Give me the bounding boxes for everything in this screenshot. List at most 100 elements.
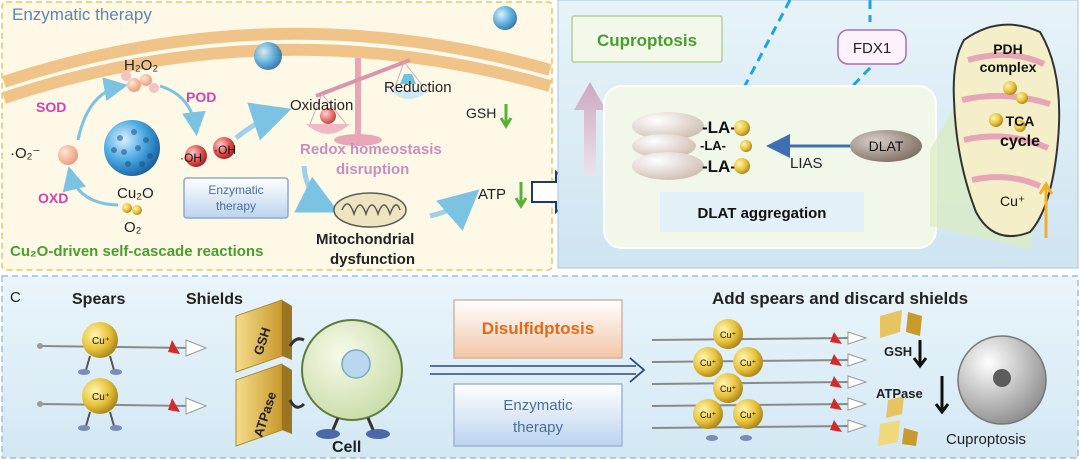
cu-badge-army-6: Cu⁺	[740, 410, 757, 420]
cell-label: Cell	[332, 439, 361, 456]
dlat-protein-icon	[850, 130, 922, 162]
spears-label: Spears	[72, 291, 125, 308]
pod-arrow	[159, 84, 206, 136]
copper-spear-character-icon	[37, 378, 208, 431]
h2o2-label: H₂O₂	[124, 57, 158, 74]
pdh-line2: complex	[980, 59, 1037, 75]
mito-line2: dysfunction	[330, 251, 415, 268]
panel-a: Enzymatic therapy H₂O₂ SOD POD Cu₂O ·O₂⁻…	[1, 1, 553, 271]
atpase-right-label: ATPase	[876, 386, 923, 401]
oxidation-label: Oxidation	[290, 97, 353, 114]
fdx1-label: FDX1	[853, 40, 891, 57]
tca-line2: cycle	[1000, 133, 1040, 150]
cu2o-nanoparticle-icon	[104, 120, 160, 176]
add-spears-title: Add spears and discard shields	[712, 289, 968, 308]
copper-ion-icon	[734, 120, 750, 136]
gsh-right-label: GSH	[884, 344, 912, 359]
redox-line1: Redox homeostasis	[300, 141, 442, 158]
superoxide-label: ·O₂⁻	[10, 145, 40, 162]
hydroxyl-radical-icon	[185, 145, 207, 167]
la-label-2: -LA-	[700, 138, 726, 153]
atp-label: ATP	[478, 186, 506, 203]
pod-label: POD	[186, 89, 216, 105]
dlat-egg-icon	[632, 152, 704, 180]
broken-shield-fragments-icon	[878, 310, 922, 446]
transition-arrow	[430, 365, 636, 375]
panel-c: C Spears Shields Cu⁺ Cu⁺	[1, 275, 1079, 459]
to-mito-arrow	[294, 165, 339, 213]
sod-label: SOD	[36, 99, 66, 115]
atpase-shield-icon	[235, 363, 292, 447]
cell-membrane-core	[3, 40, 551, 92]
panel-c-label: C	[10, 289, 21, 306]
enzymatic-c-line2: therapy	[513, 419, 564, 436]
enzymatic-box-line2: therapy	[216, 199, 256, 213]
lias-label: LIAS	[790, 155, 823, 172]
oxd-arrow	[62, 166, 119, 207]
copper-ion-icon	[740, 140, 752, 152]
spear-army	[651, 319, 868, 441]
fdx1-box	[837, 29, 907, 65]
cuproptosis-box	[571, 15, 723, 63]
cu-plus-label: Cu⁺	[1000, 193, 1025, 209]
enzymatic-therapy-box	[183, 177, 289, 219]
la-label-3: -LA-	[702, 157, 736, 176]
dlat-label: DLAT	[869, 138, 904, 154]
nanoparticle-icon	[254, 42, 282, 70]
sod-arrow	[76, 77, 128, 141]
cu2o-label: Cu₂O	[117, 185, 154, 202]
disulfidptosis-label: Disulfidptosis	[482, 319, 594, 338]
o2-label: O₂	[124, 219, 142, 236]
lipoylated-dlat-cluster	[632, 112, 704, 180]
pdh-line1: PDH	[993, 41, 1023, 57]
cu-badge-army-4: Cu⁺	[720, 384, 737, 394]
cu-badge-army-2: Cu⁺	[700, 358, 717, 368]
to-redox-arrow	[234, 102, 292, 141]
upward-arrow-icon	[574, 82, 606, 176]
cuproptosis-label: Cuproptosis	[597, 31, 697, 50]
panel-a-title: Enzymatic therapy	[12, 5, 152, 24]
mito-line1: Mitochondrial	[316, 231, 414, 248]
panel-b: Cuproptosis FDX1 -LA- -LA- -LA- LIAS DLA…	[557, 0, 1079, 269]
mitochondrion-icon	[333, 192, 407, 228]
hydroxyl-label-1: ·OH	[180, 151, 202, 165]
enzymatic-therapy-box-c	[453, 383, 623, 447]
dlat-egg-icon	[632, 134, 696, 158]
balance-scale-icon	[306, 58, 430, 146]
cuproptosis-c-label: Cuproptosis	[946, 431, 1026, 448]
redox-line2: disruption	[336, 161, 409, 178]
oxd-label: OXD	[38, 190, 68, 206]
o2-molecule-icon	[122, 203, 132, 213]
copper-spear-character-icon	[37, 322, 208, 375]
enzymatic-c-line1: Enzymatic	[503, 397, 573, 414]
reduction-label: Reduction	[384, 79, 452, 96]
hydroxyl-radical-icon	[213, 137, 235, 159]
h2o2-molecule-icon	[121, 71, 159, 93]
superoxide-molecule-icon	[58, 145, 78, 165]
la-label-1: -LA-	[702, 118, 736, 137]
to-atp-arrow	[429, 189, 480, 231]
cell-membrane-outer	[2, 27, 552, 88]
dlat-aggregation-label-box	[660, 192, 864, 232]
dlat-egg-icon	[632, 112, 704, 140]
cu-badge-army-5: Cu⁺	[700, 410, 717, 420]
cu-badge-2: Cu⁺	[92, 392, 110, 403]
gsh-label: GSH	[466, 105, 496, 121]
tca-line1: TCA	[1006, 113, 1035, 129]
cu-badge-army-3: Cu⁺	[740, 358, 757, 368]
copper-ion-icon	[734, 158, 750, 174]
disulfidptosis-box	[453, 299, 623, 359]
hydroxyl-label-2: ·OH	[214, 143, 236, 157]
shields-label: Shields	[186, 291, 243, 308]
nanoparticle-icon	[493, 6, 517, 30]
cuproptosis-cell-icon	[957, 335, 1047, 425]
cu-badge-army-1: Cu⁺	[720, 330, 737, 340]
dlat-aggregation-label: DLAT aggregation	[698, 205, 827, 222]
enzymatic-box-line1: Enzymatic	[208, 183, 263, 197]
cu-badge-1: Cu⁺	[92, 336, 110, 347]
mitochondrion-large-icon	[952, 23, 1061, 237]
cascade-caption: Cu₂O-driven self-cascade reactions	[10, 243, 263, 260]
cell-icon	[288, 319, 403, 439]
